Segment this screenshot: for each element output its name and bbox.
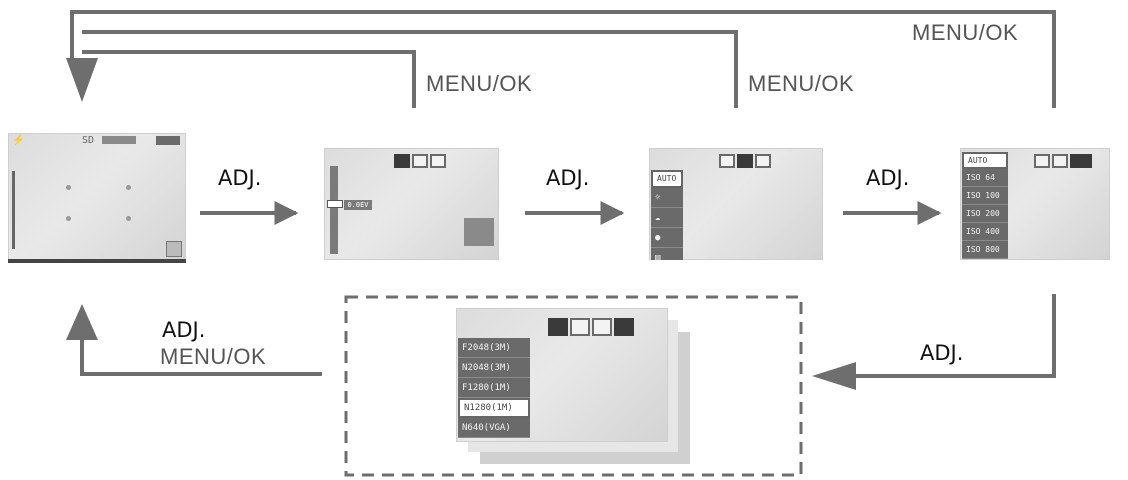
iso-item-400: ISO 400 xyxy=(962,223,1008,241)
bulb-icon: ● xyxy=(655,233,660,243)
cloud-icon: ☁ xyxy=(655,213,660,223)
sun-icon: ☼ xyxy=(655,193,660,203)
wb-item-fluorescent: ▤ xyxy=(651,248,683,260)
quality-item: F2048(3M) xyxy=(458,338,530,358)
flash-icon: ⚡ xyxy=(12,135,24,146)
ev-value: 0.0EV xyxy=(344,200,372,210)
quality-item: N2048(3M) xyxy=(458,358,530,378)
iso-icon xyxy=(755,154,771,168)
iso-item-800: ISO 800 xyxy=(962,241,1008,259)
iso-item-200: ISO 200 xyxy=(962,205,1008,223)
screen-iso: AUTO ISO 64 ISO 100 ISO 200 ISO 400 ISO … xyxy=(960,148,1110,260)
iso-item-64: ISO 64 xyxy=(962,169,1008,187)
quality-menu: F2048(3M) N2048(3M) F1280(1M) N1280(1M) … xyxy=(458,338,530,438)
wb-item-auto: AUTO xyxy=(651,170,683,188)
return-line-inner xyxy=(82,52,414,108)
exposure-icon xyxy=(394,154,410,168)
wb-icon xyxy=(737,154,753,168)
label-menu-ok-inner: MENU/OK xyxy=(426,73,532,95)
wb-item-cloudy: ☁ xyxy=(651,208,683,228)
wb-menu: AUTO ☼ ☁ ● ▤ xyxy=(651,170,683,260)
wb-icon xyxy=(570,318,590,336)
label-adj-2: ADJ. xyxy=(546,168,589,189)
iso-icon xyxy=(1070,154,1092,168)
iso-icon xyxy=(430,154,446,168)
ev-slider-track xyxy=(330,166,338,254)
wb-icon xyxy=(1052,154,1068,168)
return-line-outer xyxy=(72,12,1054,108)
fluorescent-icon: ▤ xyxy=(655,253,660,260)
ev-slider-thumb xyxy=(327,200,343,208)
screen-image-quality: F2048(3M) N2048(3M) F1280(1M) N1280(1M) … xyxy=(456,308,668,442)
wb-item-daylight: ☼ xyxy=(651,188,683,208)
screen-top-bar: ⚡ SD xyxy=(8,133,186,149)
quality-item-selected: N1280(1M) xyxy=(458,398,530,418)
iso-icon xyxy=(592,318,612,336)
label-adj-4: ADJ. xyxy=(920,343,963,364)
mode-icon xyxy=(166,241,182,257)
focus-point-2 xyxy=(126,185,131,190)
wb-item-tungsten: ● xyxy=(651,228,683,248)
resolution-indicator xyxy=(102,136,136,144)
wb-icon xyxy=(412,154,428,168)
exposure-icon xyxy=(548,318,568,336)
screen-bottom-edge xyxy=(8,259,186,263)
label-adj-return: ADJ. xyxy=(162,320,205,341)
screen-white-balance: AUTO ☼ ☁ ● ▤ xyxy=(649,148,823,260)
screen-shooting: ⚡ SD xyxy=(8,133,186,263)
quality-item: F1280(1M) xyxy=(458,378,530,398)
battery-icon xyxy=(156,136,180,145)
iso-menu: AUTO ISO 64 ISO 100 ISO 200 ISO 400 ISO … xyxy=(962,152,1008,259)
label-menu-ok-middle: MENU/OK xyxy=(748,73,854,95)
label-adj-3: ADJ. xyxy=(866,168,909,189)
up-arrowhead xyxy=(66,304,98,340)
zoom-bar xyxy=(12,171,15,249)
label-menu-ok-outer: MENU/OK xyxy=(912,22,1018,44)
down-arrowhead xyxy=(66,58,98,102)
exposure-icon xyxy=(1034,154,1050,168)
focus-point-1 xyxy=(66,185,71,190)
left-arrowhead xyxy=(812,362,856,390)
sd-badge: SD xyxy=(82,135,94,146)
quality-item: N640(VGA) xyxy=(458,418,530,438)
quality-icon xyxy=(614,318,634,336)
iso-item-auto: AUTO xyxy=(962,152,1008,169)
return-line-middle xyxy=(82,32,736,108)
iso-item-100: ISO 100 xyxy=(962,187,1008,205)
label-menu-ok-return: MENU/OK xyxy=(160,346,266,368)
focus-point-4 xyxy=(126,216,131,221)
screen-exposure: 0.0EV xyxy=(324,148,499,260)
preview-thumbnail xyxy=(464,218,494,246)
label-adj-1: ADJ. xyxy=(218,168,261,189)
exposure-icon xyxy=(719,154,735,168)
focus-point-3 xyxy=(66,216,71,221)
